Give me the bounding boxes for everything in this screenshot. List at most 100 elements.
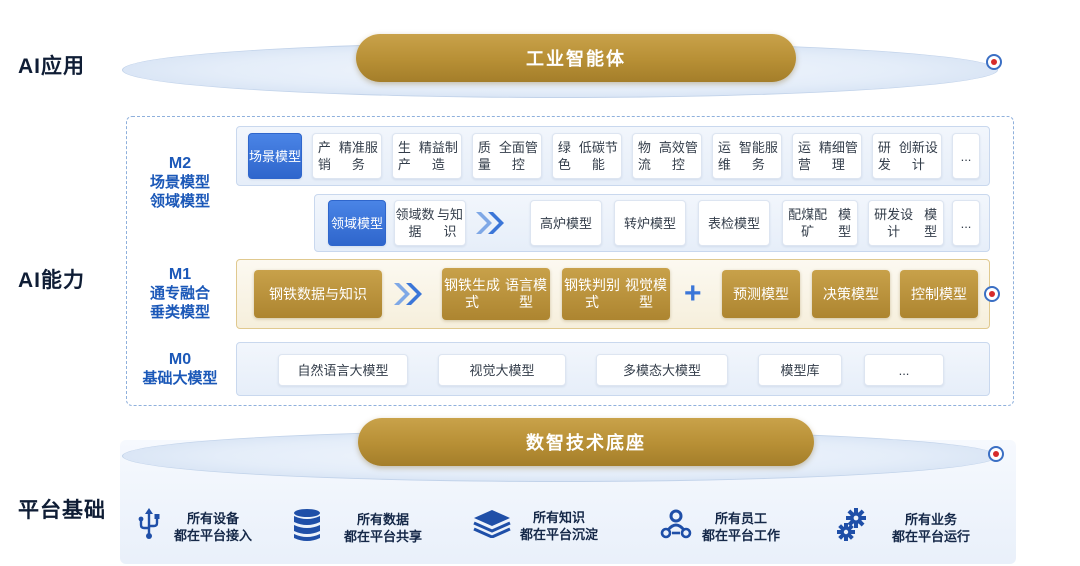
domain-header-line1: 领域: [330, 215, 357, 231]
platform-item-text: 所有知识都在平台沉淀: [520, 509, 598, 543]
scene-item-title: 绿色: [557, 140, 571, 172]
scene-item: 质量全面管控: [472, 133, 542, 179]
gen-model-line1: 钢铁生成式: [444, 277, 500, 310]
top-pill: 工业智能体: [356, 34, 796, 82]
scene-item-subtitle: 低碳节能: [578, 140, 618, 172]
platform-item-title: 所有知识: [533, 509, 586, 525]
foundation-model-item: 模型库: [758, 354, 842, 386]
domain-source-card: 领域数据 与知识: [394, 200, 466, 246]
m1-line2: 垂类模型: [149, 304, 210, 321]
row-title-ai-app: AI应用: [18, 55, 85, 78]
row-title-ai-capability: AI能力: [18, 269, 85, 292]
control-model: 控制模型: [900, 270, 978, 318]
scene-item-subtitle: 精益制造: [418, 140, 458, 172]
scene-item-subtitle: 全面管控: [498, 140, 538, 172]
m1-code: M1: [168, 266, 192, 283]
target-dot-icon: [984, 286, 1000, 302]
judge-model-line2: 视觉模型: [625, 277, 667, 310]
domain-item: 高炉模型: [530, 200, 602, 246]
scene-header-line1: 场景: [249, 148, 276, 164]
layers-icon: [472, 508, 512, 543]
domain-item-subtitle: 模型: [650, 215, 677, 231]
target-dot-icon: [986, 54, 1002, 70]
gen-model-line2: 语言模型: [505, 277, 547, 310]
m1-line1: 通专融合: [149, 285, 210, 302]
platform-item-subtitle: 都在平台共享: [344, 528, 423, 544]
m0-label: M0 基础大模型: [130, 350, 230, 388]
domain-item-title: 转炉: [623, 215, 650, 231]
foundation-model-more: ...: [864, 354, 944, 386]
people-icon: [660, 508, 692, 545]
foundation-model-item: 自然语言大模型: [278, 354, 408, 386]
scene-item-title: 物流: [637, 140, 651, 172]
platform-item-knowledge: 所有知识都在平台沉淀: [472, 508, 598, 543]
foundation-model-item: 视觉大模型: [438, 354, 566, 386]
prediction-model: 预测模型: [722, 270, 800, 318]
domain-item-title: 高炉: [539, 215, 566, 231]
scene-model-header: 场景 模型: [248, 133, 302, 179]
scene-item-title: 研发: [877, 140, 891, 172]
judge-model-line1: 钢铁判别式: [564, 277, 620, 310]
scene-item-subtitle: 智能服务: [738, 140, 778, 172]
scene-header-line2: 模型: [275, 148, 302, 164]
scene-item-title: 生产: [397, 140, 411, 172]
m2-code: M2: [168, 155, 192, 172]
scene-item-title: 运营: [797, 140, 811, 172]
platform-item-business: 所有业务都在平台运行: [836, 508, 970, 547]
m2-label: M2 场景模型 领域模型: [132, 154, 228, 211]
domain-item-subtitle: 模型: [924, 207, 938, 239]
double-arrow-icon: [476, 212, 512, 234]
platform-item-title: 所有业务: [905, 511, 958, 527]
platform-item-subtitle: 都在平台工作: [702, 527, 781, 543]
scene-item: 物流高效管控: [632, 133, 702, 179]
scene-item-title: 产销: [317, 140, 331, 172]
domain-header-line2: 模型: [357, 215, 384, 231]
scene-item: 运营精细管理: [792, 133, 862, 179]
scene-item-subtitle: 高效管控: [658, 140, 698, 172]
scene-item: 产销精准服务: [312, 133, 382, 179]
platform-item-text: 所有业务都在平台运行: [892, 511, 970, 545]
platform-item-employees: 所有员工都在平台工作: [660, 508, 780, 545]
database-icon: [292, 508, 322, 547]
gears-icon: [836, 508, 868, 547]
domain-item: 转炉模型: [614, 200, 686, 246]
scene-more: ...: [952, 133, 980, 179]
domain-source-line1: 领域数据: [395, 207, 435, 239]
platform-item-text: 所有设备都在平台接入: [174, 510, 252, 544]
platform-item-subtitle: 都在平台运行: [892, 528, 971, 544]
scene-item: 研发创新设计: [872, 133, 942, 179]
platform-item-devices: 所有设备都在平台接入: [136, 508, 252, 545]
domain-more: ...: [952, 200, 980, 246]
domain-item: 配煤配矿模型: [782, 200, 858, 246]
platform-item-text: 所有数据都在平台共享: [344, 511, 422, 545]
m0-code: M0: [168, 351, 192, 368]
m0-line1: 基础大模型: [142, 370, 218, 387]
target-dot-icon: [988, 446, 1004, 462]
domain-item-subtitle: 模型: [566, 215, 593, 231]
platform-item-subtitle: 都在平台沉淀: [520, 526, 599, 542]
decision-model: 决策模型: [812, 270, 890, 318]
scene-item-subtitle: 精细管理: [818, 140, 858, 172]
domain-item: 表检模型: [698, 200, 770, 246]
foundation-model-item: 多模态大模型: [596, 354, 728, 386]
bottom-pill: 数智技术底座: [358, 418, 814, 466]
plus-icon: +: [684, 277, 702, 310]
domain-item-title: 配煤配矿: [788, 207, 828, 239]
scene-item: 绿色低碳节能: [552, 133, 622, 179]
m1-label: M1 通专融合 垂类模型: [132, 265, 228, 322]
platform-item-title: 所有员工: [715, 510, 768, 526]
domain-model-header: 领域 模型: [328, 200, 386, 246]
scene-item-subtitle: 精准服务: [338, 140, 378, 172]
row-title-platform: 平台基础: [18, 499, 106, 522]
platform-item-text: 所有员工都在平台工作: [702, 510, 780, 544]
double-arrow-icon: [394, 283, 430, 305]
platform-item-data: 所有数据都在平台共享: [292, 508, 422, 547]
scene-item-subtitle: 创新设计: [898, 140, 938, 172]
scene-item: 运维智能服务: [712, 133, 782, 179]
platform-item-title: 所有数据: [357, 511, 410, 527]
platform-item-title: 所有设备: [187, 510, 240, 526]
domain-item-title: 表检: [707, 215, 734, 231]
scene-item-title: 质量: [477, 140, 491, 172]
steel-discriminative-vision-model: 钢铁判别式 视觉模型: [562, 268, 670, 320]
